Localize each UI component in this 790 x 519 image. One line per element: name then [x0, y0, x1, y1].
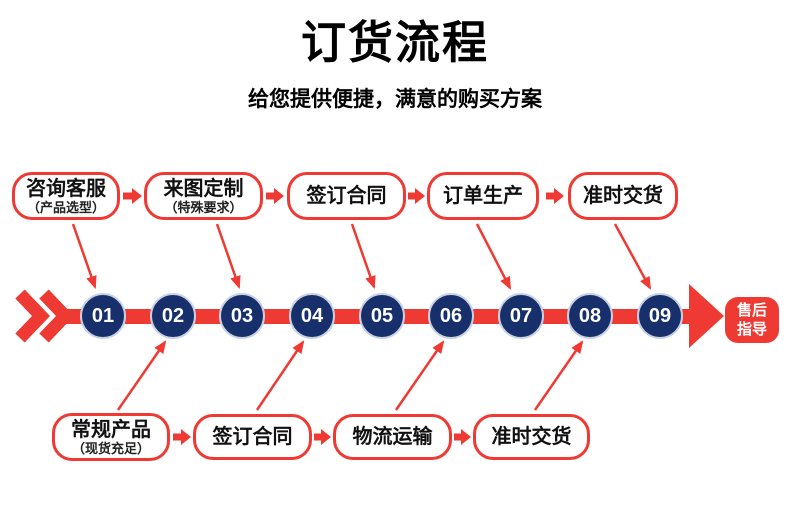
step-box-sublabel: （特殊要求）: [164, 199, 243, 215]
after-sales-badge: 售后 指导: [725, 297, 779, 343]
step-box-sign-contract-top: 签订合同: [287, 172, 406, 220]
connector-arrow-bottom-4: [533, 340, 584, 411]
page-subtitle: 给您提供便捷，满意的购买方案: [248, 88, 542, 111]
connector-arrow-top-3: [350, 223, 376, 290]
connector-arrow-top-4: [475, 223, 512, 290]
step-box-order-production: 订单生产: [427, 172, 539, 220]
arrow-right-icon: [408, 188, 425, 204]
connector-arrow-bottom-3: [394, 340, 445, 411]
step-box-label: 签订合同: [306, 185, 387, 207]
page-title: 订货流程: [300, 17, 489, 68]
step-circle-09: 09: [637, 293, 683, 339]
step-circle-02: 02: [150, 293, 196, 339]
step-box-ontime-delivery-bottom: 准时交货: [473, 414, 590, 460]
step-box-sublabel: （产品选型）: [26, 199, 105, 215]
step-circle-04: 04: [289, 293, 335, 339]
step-box-label: 物流运输: [352, 426, 433, 448]
step-circle-08: 08: [567, 293, 613, 339]
step-box-label: 签订合同: [212, 426, 293, 448]
step-box-label: 准时交货: [583, 185, 663, 207]
connector-arrow-top-2: [215, 223, 241, 290]
step-box-consult-service: 咨询客服 （产品选型）: [12, 172, 120, 220]
arrow-right-icon: [266, 188, 284, 204]
step-box-label: 订单生产: [443, 185, 523, 207]
step-box-regular-product: 常规产品 （现货充足）: [52, 413, 170, 461]
timeline-arrowhead-icon: [689, 284, 724, 348]
step-box-sign-contract-bottom: 签订合同: [193, 414, 312, 460]
step-box-label: 咨询客服: [26, 177, 106, 200]
step-circle-06: 06: [428, 293, 474, 339]
connector-arrow-top-5: [613, 223, 652, 290]
step-box-label: 常规产品: [71, 418, 151, 441]
connector-arrow-top-1: [71, 223, 97, 290]
connector-arrow-bottom-2: [255, 340, 305, 411]
step-circle-07: 07: [498, 293, 544, 339]
connector-arrow-bottom-1: [116, 340, 167, 411]
arrow-right-icon: [546, 188, 564, 204]
step-circle-03: 03: [219, 293, 265, 339]
after-sales-badge-line1: 售后: [736, 302, 767, 319]
chevron-right-icon: [15, 289, 50, 343]
arrow-right-icon: [173, 429, 191, 445]
step-box-custom-drawing: 来图定制 （特殊要求）: [144, 172, 263, 220]
step-box-label: 准时交货: [491, 426, 572, 448]
after-sales-badge-line2: 指导: [736, 321, 767, 338]
step-box-ontime-delivery-top: 准时交货: [568, 172, 678, 220]
step-circle-01: 01: [80, 293, 126, 339]
step-circle-05: 05: [359, 293, 405, 339]
arrow-right-icon: [454, 429, 471, 445]
step-box-label: 来图定制: [163, 177, 244, 200]
arrow-right-icon: [314, 429, 331, 445]
step-box-logistics: 物流运输: [333, 414, 452, 460]
step-box-sublabel: （现货充足）: [71, 440, 150, 456]
arrow-right-icon: [123, 188, 142, 204]
